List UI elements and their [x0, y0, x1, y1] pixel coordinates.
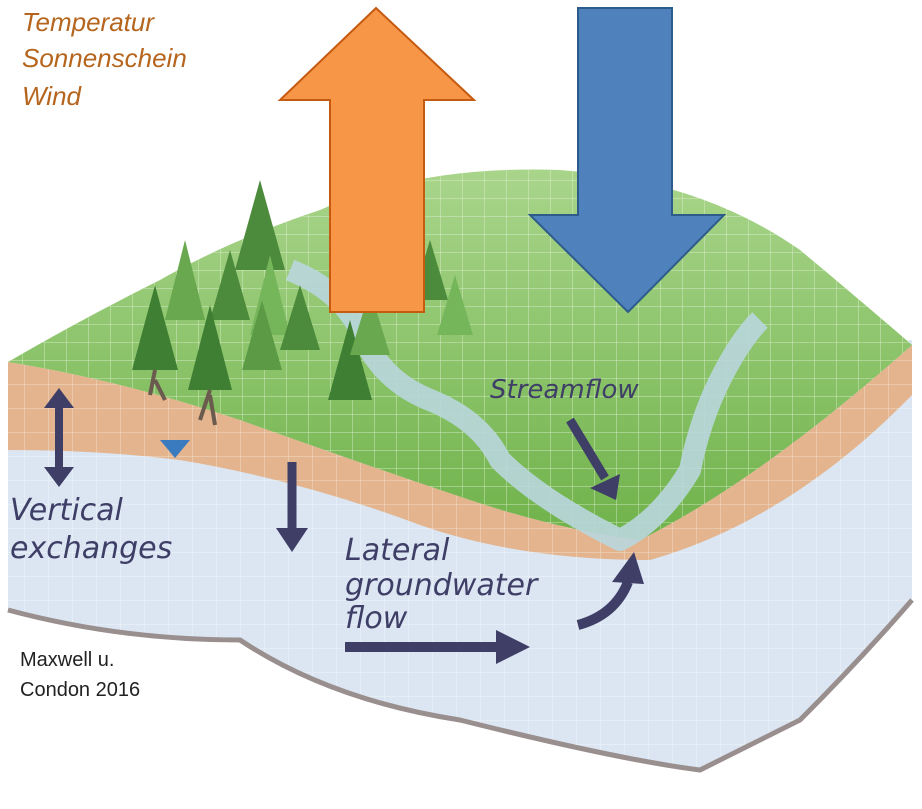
streamflow-arrow: [566, 417, 620, 500]
tree-roots: [148, 369, 167, 401]
water-table-marker: [160, 440, 190, 458]
lateral-flow-arrow: [345, 630, 530, 664]
lateral-flow-label-line3: flow: [345, 601, 408, 636]
lateral-flow-label-line1: Lateral: [345, 533, 450, 568]
groundwater-upwelling-arrow: [576, 552, 644, 630]
precipitation-downward-arrow: [527, 7, 727, 314]
soil-grid: [8, 345, 912, 560]
tree: [437, 275, 473, 335]
tree: [242, 300, 282, 370]
tree: [165, 240, 205, 320]
tree: [210, 250, 250, 320]
vertical-exchanges-arrow: [44, 388, 74, 487]
tree: [328, 320, 372, 400]
source-credit-line2: Condon 2016: [20, 679, 141, 701]
source-credit-line1: Maxwell u.: [20, 649, 115, 671]
tree-roots: [198, 389, 217, 426]
tree: [132, 285, 178, 370]
vertical-exchanges-label-line1: Vertical: [10, 493, 124, 528]
tree: [235, 180, 285, 270]
tree: [188, 305, 232, 390]
streamflow-label: Streamflow: [490, 375, 639, 405]
lateral-flow-label-line2: groundwater: [345, 568, 539, 603]
vertical-exchanges-label-line2: exchanges: [10, 531, 172, 566]
bedrock-outline: [7, 598, 914, 773]
percolation-arrow: [276, 462, 308, 552]
climate-label-sunshine: Sonnenschein: [22, 43, 187, 73]
energy-upward-arrow: [277, 6, 477, 313]
forest: [132, 180, 473, 400]
climate-label-wind: Wind: [22, 81, 82, 111]
tree: [280, 285, 320, 350]
tree: [350, 290, 390, 355]
climate-label-temperature: Temperatur: [22, 7, 154, 37]
